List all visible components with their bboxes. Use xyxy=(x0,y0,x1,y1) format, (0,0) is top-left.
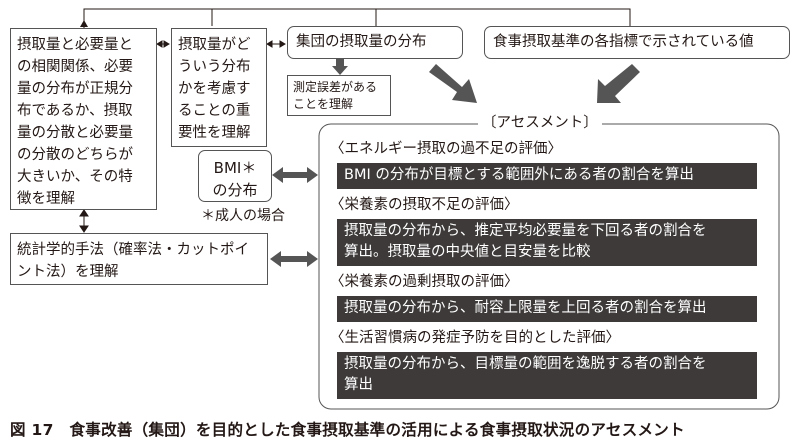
deficiency-body: 摂取量の分布から、推定平均必要量を下回る者の割合を 算出。摂取量の中央値と目安量… xyxy=(337,219,757,266)
adult-note: ＊成人の場合 xyxy=(201,208,285,224)
arrow-indicators-to-assessment xyxy=(597,64,640,103)
arrow-group-to-assessment xyxy=(429,64,477,103)
arrow-correlation-statistics xyxy=(79,209,89,233)
measurement-error-box: 測定誤差がある ことを理解 xyxy=(287,75,391,116)
top-bracket-line xyxy=(83,8,631,28)
prevention-heading: 〈生活習慣病の発症予防を目的とした評価〉 xyxy=(330,330,620,346)
bmi-box: BMI＊ の分布 xyxy=(198,150,272,202)
arrow-bmi-assessment xyxy=(272,167,318,183)
assessment-title: 〔アセスメント〕 xyxy=(478,113,602,133)
deficiency-heading: 〈栄養素の摂取不足の評価〉 xyxy=(330,197,519,213)
arrow-correlation-distribution xyxy=(156,40,170,48)
top-bracket-arrows xyxy=(80,20,88,27)
group-distribution-box: 集団の摂取量の分布 xyxy=(287,26,463,59)
indicators-box: 食事摂取基準の各指標で示されている値 xyxy=(484,26,790,59)
figure-caption: 図 17 食事改善（集団）を目的とした食事摂取基準の活用による食事摂取状況のアセ… xyxy=(10,421,685,439)
distribution-importance-box: 摂取量がど ういう分布 かを考慮す ることの重 要性を理解 xyxy=(171,28,267,147)
energy-body: BMI の分布が目標とする範囲外にある者の割合を算出 xyxy=(337,163,757,189)
arrow-statistics-assessment xyxy=(270,251,318,267)
arrow-distribution-group xyxy=(266,40,286,48)
energy-heading: 〈エネルギー摂取の過不足の評価〉 xyxy=(330,141,562,157)
correlation-box: 摂取量と必要量と の相関関係、必要 量の分布が正規分 布であるか、摂取 量の分散… xyxy=(10,28,157,210)
excess-heading: 〈栄養素の過剰摂取の評価〉 xyxy=(330,274,519,290)
excess-body: 摂取量の分布から、耐容上限量を上回る者の割合を算出 xyxy=(337,296,757,322)
prevention-body: 摂取量の分布から、目標量の範囲を逸脱する者の割合を 算出 xyxy=(337,352,757,399)
statistical-method-box: 統計学的手法（確率法・カットポイ ント法）を理解 xyxy=(10,233,268,285)
